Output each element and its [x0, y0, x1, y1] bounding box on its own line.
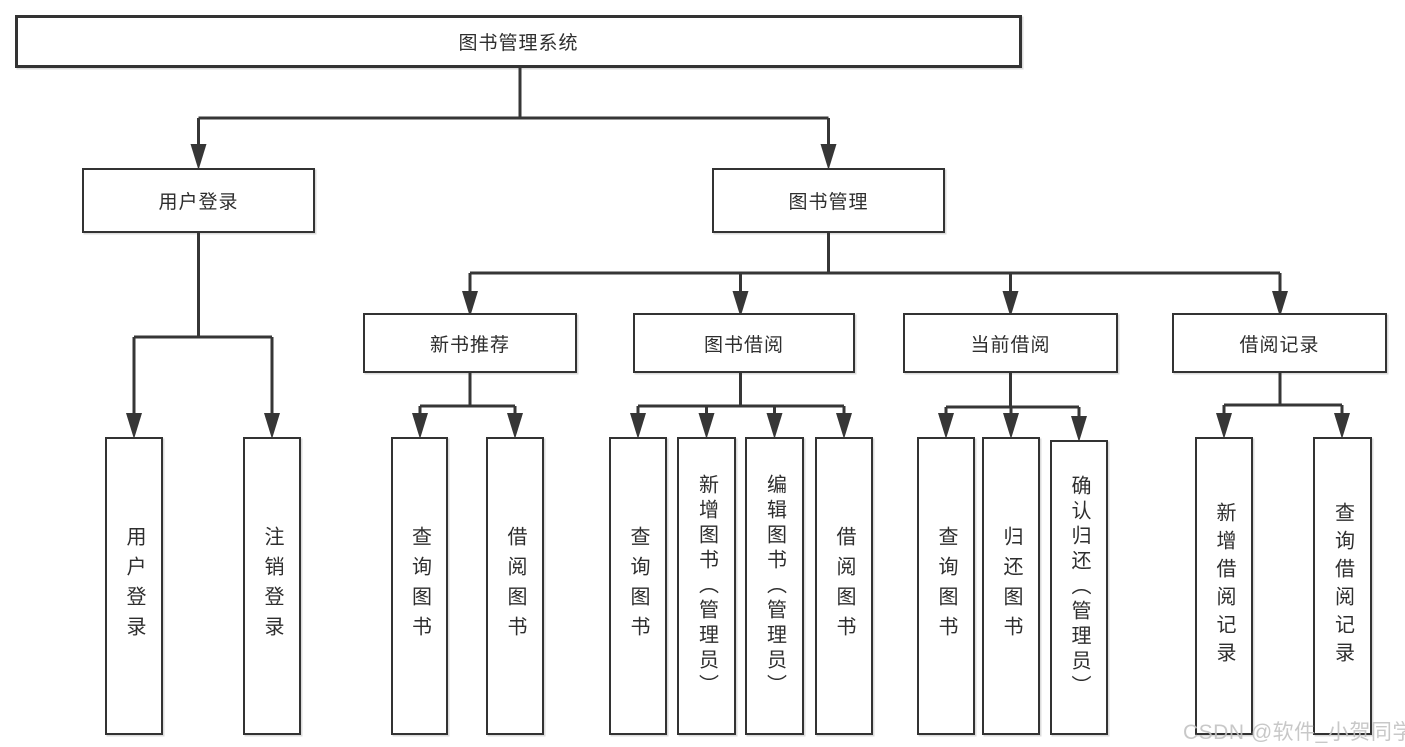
node-root: 图书管理系统 [15, 15, 1022, 68]
connector-root-to-level2 [190, 67, 837, 170]
leaf-logout: 注销登录 [243, 437, 301, 735]
connector-borrowrec-to-leaves [1216, 373, 1350, 439]
node-current-borrowing: 当前借阅 [903, 313, 1118, 373]
leaf-user-login: 用户登录 [105, 437, 163, 735]
node-book-management: 图书管理 [712, 168, 945, 233]
connector-curborrow-to-leaves [938, 373, 1087, 442]
connector-bookborrow-to-leaves [630, 373, 852, 439]
leaf-current-query-books: 查询图书 [917, 437, 975, 735]
leaf-recommend-query-books: 查询图书 [391, 437, 448, 735]
leaf-records-add-record: 新增借阅记录 [1195, 437, 1253, 735]
leaf-records-query-record: 查询借阅记录 [1313, 437, 1372, 735]
csdn-watermark: CSDN @软件_小贺同学 [1183, 721, 1405, 744]
leaf-recommend-borrow-books: 借阅图书 [486, 437, 544, 735]
leaf-current-confirm-return-admin: 确认归还（管理员） [1050, 440, 1108, 735]
connector-newbookrec-to-leaves [412, 373, 523, 439]
leaf-borrowing-edit-books-admin: 编辑图书（管理员） [745, 437, 804, 735]
connector-bookmgmt-to-level3 [462, 233, 1288, 317]
leaf-borrowing-add-books-admin: 新增图书（管理员） [677, 437, 736, 735]
node-new-book-recommendation: 新书推荐 [363, 313, 577, 373]
leaf-current-return-books: 归还图书 [982, 437, 1040, 735]
leaf-borrowing-query-books: 查询图书 [609, 437, 667, 735]
node-borrowing-records: 借阅记录 [1172, 313, 1387, 373]
node-user-login: 用户登录 [82, 168, 315, 233]
leaf-borrowing-borrow-books: 借阅图书 [815, 437, 873, 735]
node-book-borrowing: 图书借阅 [633, 313, 855, 373]
connector-userlogin-to-leaves [126, 233, 280, 439]
